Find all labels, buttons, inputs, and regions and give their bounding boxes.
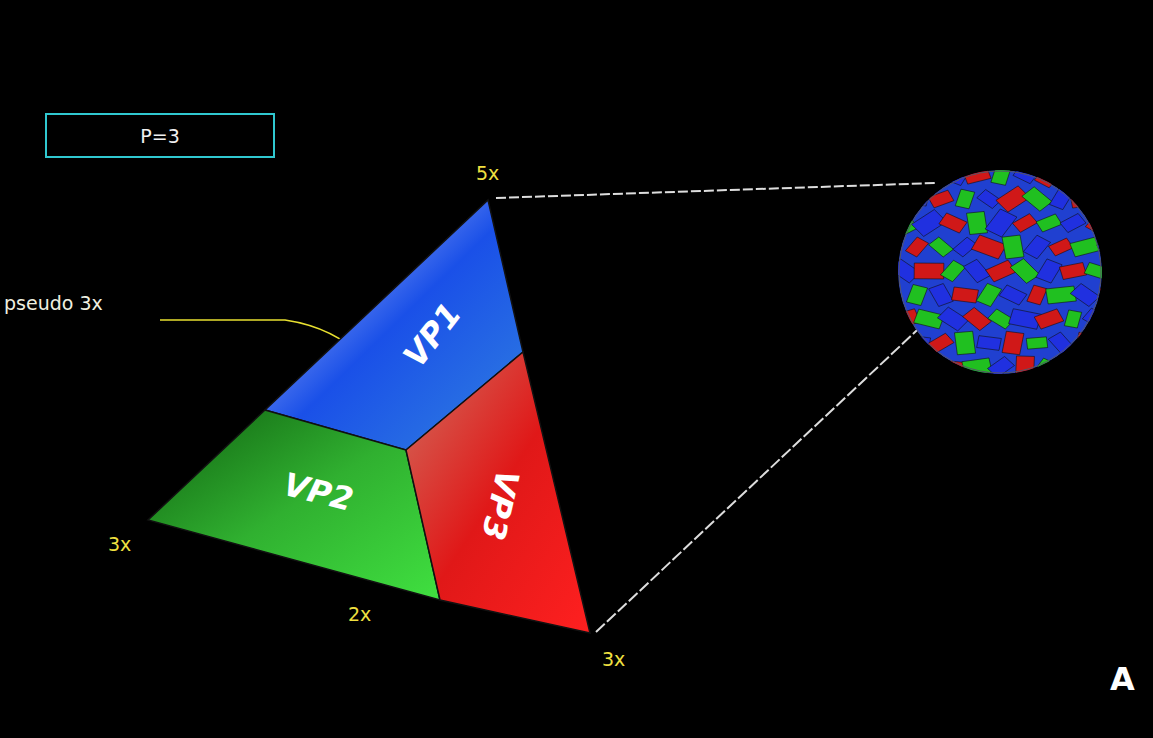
parameter-text: P=3 bbox=[140, 125, 179, 147]
subunit-region: VP3 bbox=[406, 352, 590, 633]
symmetry-axis-label: 3x bbox=[108, 533, 131, 555]
projection-line bbox=[496, 183, 935, 198]
symmetry-axis-label: 2x bbox=[348, 603, 371, 625]
projection-line bbox=[596, 318, 930, 632]
subunit-region: VP2 bbox=[148, 410, 440, 600]
pseudo-axis-label: pseudo 3x bbox=[4, 292, 103, 314]
panel-letter: A bbox=[1110, 660, 1135, 698]
parameter-box: P=3 bbox=[45, 113, 275, 158]
symmetry-axis-label: 3x bbox=[602, 648, 625, 670]
symmetry-axis-label: 5x bbox=[476, 162, 499, 184]
virus-capsid bbox=[890, 162, 1124, 379]
